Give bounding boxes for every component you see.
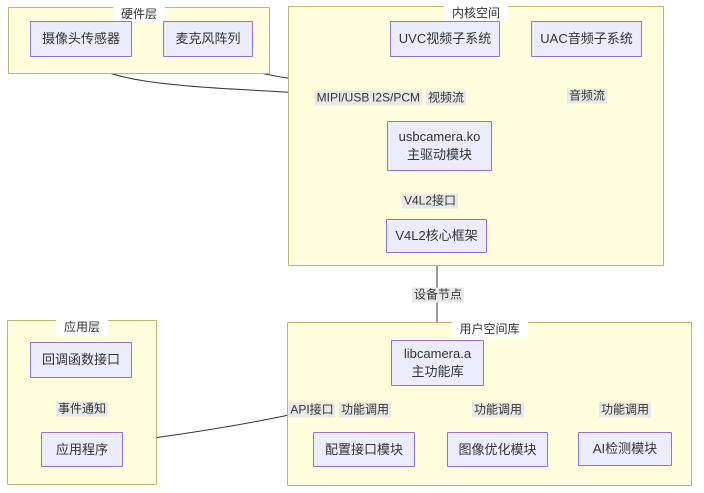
node-libcamera-label-line2: 主功能库 <box>411 364 464 379</box>
cluster-app-layer-title: 应用层 <box>55 319 109 336</box>
cluster-userlib-title: 用户空间库 <box>451 321 528 338</box>
node-mic-array-label: 麦克风阵列 <box>175 31 241 46</box>
node-v4l2-core-label: V4L2核心框架 <box>395 228 478 243</box>
node-callback-iface: 回调函数接口 <box>30 342 132 378</box>
node-uac-audio: UAC音频子系统 <box>531 21 642 57</box>
node-ai-module: AI检测模块 <box>578 432 672 466</box>
cluster-hardware-title: 硬件层 <box>112 6 166 23</box>
node-camera-sensor: 摄像头传感器 <box>30 21 132 57</box>
node-app-program: 应用程序 <box>41 432 123 467</box>
edge-label-device-node: 设备节点 <box>411 287 465 303</box>
node-libcamera: libcamera.a 主功能库 <box>391 340 484 386</box>
node-mic-array: 麦克风阵列 <box>163 21 253 57</box>
node-uvc-video: UVC视频子系统 <box>390 21 500 57</box>
node-callback-iface-label: 回调函数接口 <box>41 352 120 367</box>
node-camera-sensor-label: 摄像头传感器 <box>41 31 120 46</box>
node-app-program-label: 应用程序 <box>55 441 108 457</box>
edge-label-func-call-2: 功能调用 <box>471 402 525 418</box>
node-config-module-label: 配置接口模块 <box>324 441 403 457</box>
node-image-module: 图像优化模块 <box>447 432 548 467</box>
node-uvc-video-label: UVC视频子系统 <box>398 31 492 46</box>
edge-label-func-call-3: 功能调用 <box>598 402 652 418</box>
node-driver: usbcamera.ko 主驱动模块 <box>387 121 492 171</box>
node-image-module-label: 图像优化模块 <box>458 441 537 457</box>
edge-label-audio-stream: 音频流 <box>566 88 608 104</box>
node-ai-module-label: AI检测模块 <box>592 441 658 456</box>
edge-label-v4l2-iface: V4L2接口 <box>401 193 459 209</box>
node-v4l2-core: V4L2核心框架 <box>386 219 487 253</box>
edge-label-api-iface: API接口 <box>288 402 336 418</box>
cluster-kernel-title: 内核空间 <box>443 5 509 22</box>
node-libcamera-label-line1: libcamera.a <box>403 346 472 361</box>
node-driver-label-line1: usbcamera.ko <box>398 129 481 144</box>
edge-label-i2s-pcm: I2S/PCM <box>369 90 423 106</box>
edge-label-video-stream: 视频流 <box>425 90 467 106</box>
edge-label-func-call-1: 功能调用 <box>338 402 392 418</box>
node-uac-audio-label: UAC音频子系统 <box>540 31 633 46</box>
edge-label-mipi-usb: MIPI/USB <box>314 90 372 106</box>
node-driver-label-line2: 主驱动模块 <box>406 147 472 162</box>
node-config-module: 配置接口模块 <box>313 432 415 467</box>
edge-label-event-notify: 事件通知 <box>55 401 109 417</box>
